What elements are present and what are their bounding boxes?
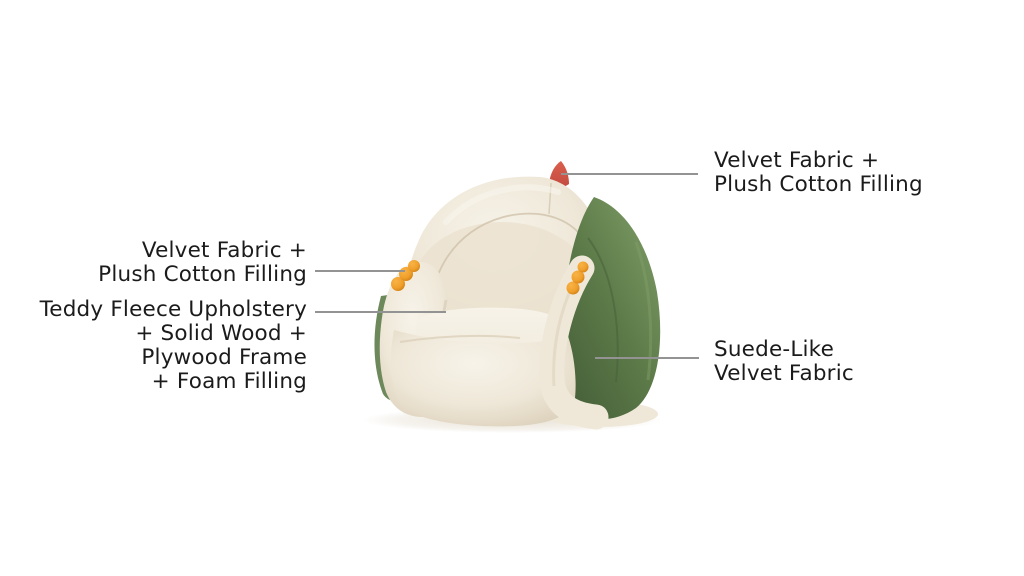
pompom-trim-right [566, 261, 589, 295]
callout-line: + Solid Wood + [135, 321, 307, 346]
callout-line: Plywood Frame [141, 345, 307, 370]
green-panel-highlight [634, 241, 653, 381]
callout-line: Plush Cotton Filling [714, 172, 923, 197]
chair-green-side-panel [560, 197, 661, 420]
right-armrest-shade [552, 285, 574, 387]
backrest-highlight [443, 184, 561, 225]
callout-line: Teddy Fleece Upholstery [39, 297, 307, 322]
pompom-ball [566, 281, 580, 295]
leader-line-right [595, 357, 699, 359]
pompom-ball [577, 261, 589, 273]
callout-line: + Foam Filling [151, 369, 307, 394]
chair-front-base [390, 330, 576, 427]
callout-label-left-lower: Teddy Fleece Upholstery + Solid Wood + P… [40, 298, 307, 394]
callout-label-top-right: Velvet Fabric + Plush Cotton Filling [714, 149, 923, 197]
pompom-ball [391, 277, 405, 291]
callout-line: Velvet Fabric + [714, 148, 880, 173]
callout-line: Velvet Fabric [714, 361, 854, 386]
callout-label-left-upper: Velvet Fabric + Plush Cotton Filling [98, 239, 307, 287]
callout-line: Suede-Like [714, 337, 834, 362]
callout-label-right: Suede-Like Velvet Fabric [714, 338, 854, 386]
pompom-trim-left [391, 260, 420, 291]
pompom-ball [571, 270, 585, 284]
pompom-ball [408, 260, 420, 272]
callout-line: Velvet Fabric + [141, 238, 307, 263]
front-base-seam [399, 334, 521, 343]
green-panel-seam [587, 237, 619, 383]
leader-line-left-lower [315, 311, 446, 313]
callout-line: Plush Cotton Filling [98, 262, 307, 287]
leader-line-top-right [561, 173, 698, 175]
leader-line-left-upper [315, 270, 405, 272]
